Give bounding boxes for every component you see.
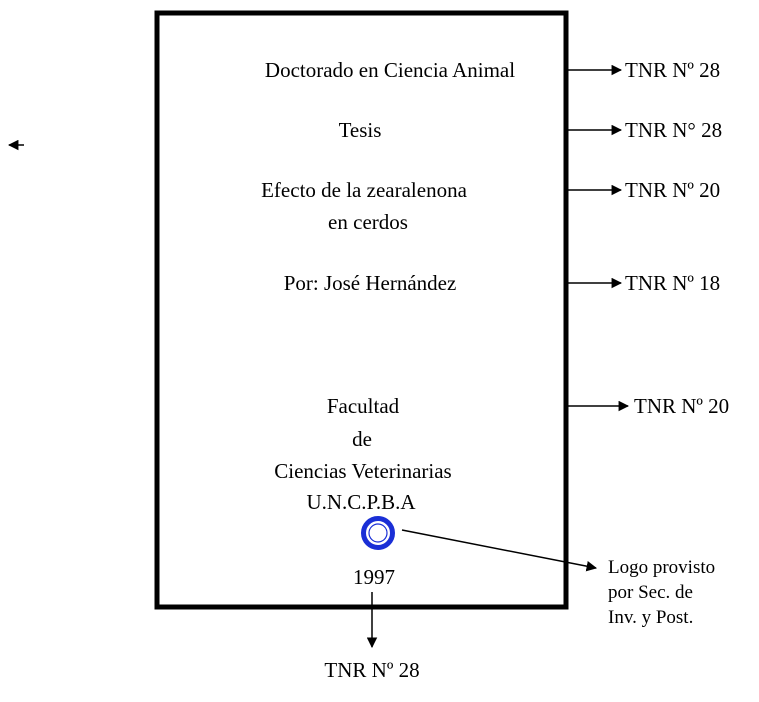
cover-year: 1997 <box>353 565 395 589</box>
faculty-size-label: TNR Nº 20 <box>634 394 730 418</box>
thesis-cover-frame <box>154 10 569 610</box>
logo-note-line2: por Sec. de <box>608 582 693 603</box>
doc-type-size-label: TNR N° 28 <box>625 118 723 142</box>
author-size-label: TNR Nº 18 <box>625 271 721 295</box>
cover-author: Por: José Hernández <box>283 271 457 295</box>
logo-note-arrow <box>401 529 598 572</box>
cover-heading: Doctorado en Ciencia Animal <box>264 58 516 82</box>
cover-doc-type: Tesis <box>338 118 382 142</box>
cover-faculty-line1: Facultad <box>326 394 400 418</box>
cover-faculty-line2: de <box>352 427 372 451</box>
year-size-label: TNR Nº 28 <box>324 658 420 682</box>
cover-title-line1: Efecto de la zearalenona <box>261 178 467 202</box>
title-size-label: TNR Nº 20 <box>625 178 721 202</box>
cover-title-line2: en cerdos <box>328 210 408 234</box>
logo-note-line3: Inv. y Post. <box>608 607 694 628</box>
heading-size-label: TNR Nº 28 <box>625 58 721 82</box>
cover-faculty-line3: Ciencias Veterinarias <box>274 459 452 483</box>
logo-note-line1: Logo provisto <box>608 557 716 578</box>
university-seal-icon <box>361 516 395 550</box>
cover-university: U.N.C.P.B.A <box>306 490 416 514</box>
